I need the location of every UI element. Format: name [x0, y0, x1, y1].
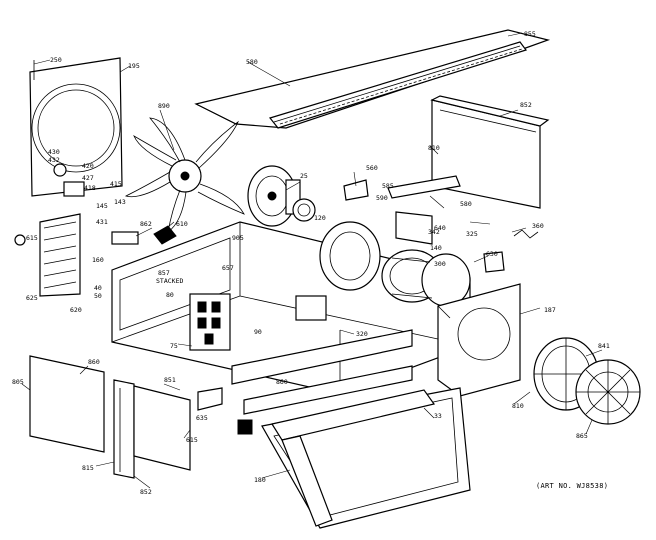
callout-label: 431 — [96, 218, 108, 226]
callout-label: 610 — [176, 220, 188, 228]
callout-label: 418 — [84, 184, 96, 192]
callout-label: 140 — [430, 244, 442, 252]
control-box — [189, 293, 231, 351]
callout-label: 415 — [110, 180, 122, 188]
callout-label: 75 — [170, 342, 178, 350]
side-cover-panel — [29, 355, 105, 453]
callout-label: 810 — [428, 144, 440, 152]
callout-label: 625 — [26, 294, 38, 302]
callout-label: 640 — [434, 224, 446, 232]
callout-label: 615 — [186, 436, 198, 444]
callout-label: 580 — [460, 200, 472, 208]
callout-label: 860 — [88, 358, 100, 366]
callout-label: 50 — [94, 292, 102, 300]
callout-label: 90 — [254, 328, 262, 336]
callout-label: 862 — [140, 220, 152, 228]
lower-grille — [197, 387, 253, 435]
callout-label: 585 — [382, 182, 394, 190]
callout-label: 145 — [96, 202, 108, 210]
callout-label: 342 — [428, 228, 440, 236]
blower-housing — [437, 283, 521, 397]
callout-label: 195 — [128, 62, 140, 70]
callout-label: 860 — [276, 378, 288, 386]
callout-label: STACKED — [156, 277, 183, 285]
callout-label: 300 — [434, 260, 446, 268]
callout-label: 590 — [376, 194, 388, 202]
callout-label: 427 — [82, 174, 94, 182]
callout-label: 325 — [466, 230, 478, 238]
callout-label: 852 — [140, 488, 152, 496]
capacitor — [292, 198, 316, 222]
callout-label: 420 — [82, 162, 94, 170]
hardware-parts — [14, 163, 539, 273]
callout-label: 657 — [222, 264, 234, 272]
callout-label: 320 — [356, 330, 368, 338]
condenser-coil — [295, 221, 381, 321]
blower-wheel — [381, 249, 471, 307]
callout-label: 805 — [12, 378, 24, 386]
fan-blade — [124, 117, 245, 233]
top-cover-panel — [194, 29, 551, 129]
mounting-bracket — [343, 175, 461, 245]
callout-label: 360 — [532, 222, 544, 230]
front-filter-frame — [231, 329, 471, 529]
art-number: (ART NO. WJ8538) — [536, 482, 609, 490]
callout-label: 80 — [166, 291, 174, 299]
callout-label: 630 — [486, 250, 498, 258]
fan-grille — [575, 359, 641, 425]
callout-label: 615 — [26, 234, 38, 242]
right-side-panel — [430, 95, 550, 209]
callout-label: 180 — [254, 476, 266, 484]
callout-label: 160 — [92, 256, 104, 264]
callout-label: 33 — [434, 412, 442, 420]
callout-label: 857 — [158, 269, 170, 277]
callout-label: 890 — [158, 102, 170, 110]
callout-label: 25 — [300, 172, 308, 180]
callout-label: 120 — [314, 214, 326, 222]
callout-label: 905 — [232, 234, 244, 242]
callout-label: 865 — [576, 432, 588, 440]
callout-label: 851 — [164, 376, 176, 384]
part-callouts: 250 195 580 855 852 810 890 430 432 420 … — [12, 30, 610, 496]
callout-label: 143 — [114, 198, 126, 206]
callout-label: 187 — [544, 306, 556, 314]
corner-bracket — [113, 379, 191, 479]
callout-label: 432 — [48, 156, 60, 164]
callout-label: 250 — [50, 56, 62, 64]
callout-label: 810 — [512, 402, 524, 410]
callout-label: 815 — [82, 464, 94, 472]
callout-label: 560 — [366, 164, 378, 172]
leader-lines — [21, 32, 603, 489]
callout-label: 40 — [94, 284, 102, 292]
fan-shroud — [29, 57, 123, 197]
callout-label: 841 — [598, 342, 610, 350]
callout-label: 852 — [520, 101, 532, 109]
callout-label: 620 — [70, 306, 82, 314]
callout-label: 430 — [48, 148, 60, 156]
callout-label: 635 — [196, 414, 208, 422]
callout-label: 855 — [524, 30, 536, 38]
callout-label: 580 — [246, 58, 258, 66]
evaporator-coil — [39, 181, 85, 297]
fan-motor — [247, 165, 301, 227]
